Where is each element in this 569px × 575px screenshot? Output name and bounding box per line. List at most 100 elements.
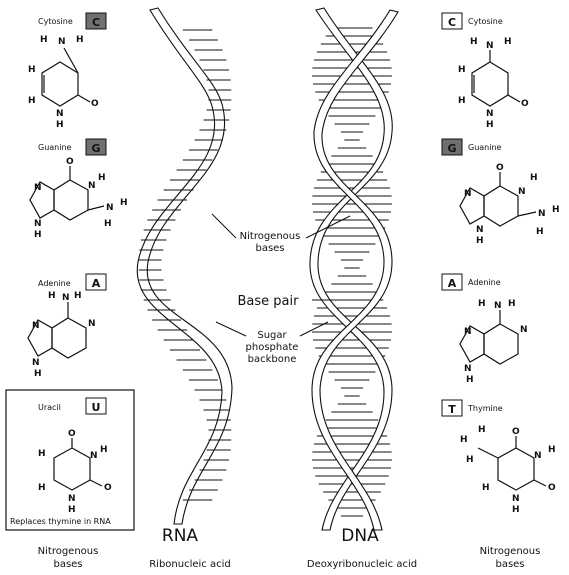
callout-base-pair-label: Base pair [238,294,300,309]
right-guanine-group: G Guanine O N H N H H N N H [441,138,560,246]
callout-backbone: Sugar phosphate backbone [215,321,329,365]
right-cytosine-atom-h: H [504,37,512,47]
left-guanine-atom-h: H [98,173,106,183]
callout-nitrogenous-bases: Nitrogenous bases [211,213,351,254]
left-guanine-atom-o: O [66,157,74,167]
left-cytosine-atom-o: O [91,99,99,109]
left-footer-line1: Nitrogenous [38,546,99,557]
right-guanine-letter: G [447,142,456,155]
right-thymine-atom-h: H [548,445,556,455]
left-adenine-atom-n: N [32,321,40,331]
left-uracil-atom-h: H [68,505,76,515]
left-adenine-label: Adenine [38,279,71,288]
left-uracil-label: Uracil [38,403,61,412]
left-cytosine-atom-n: N [56,109,64,119]
left-guanine-label: Guanine [38,143,72,152]
callout-line-bases-left [211,213,237,239]
right-cytosine-atom-h: H [458,65,466,75]
dna-strand-1 [309,7,393,531]
left-cytosine-atom-h: H [28,96,36,106]
left-cytosine-letter: C [92,16,100,29]
left-adenine-atom-h: H [34,369,42,379]
right-adenine-molecule: N H H N N N H [459,299,528,385]
right-guanine-letter-box [441,138,463,156]
left-uracil-atom-o: O [68,429,76,439]
left-cytosine-letter-box [85,12,107,30]
callout-backbone-line1: Sugar [257,330,287,341]
callout-line-backbone-left [215,321,247,337]
right-thymine-group: T Thymine O N H O H H H H N H [441,399,556,515]
right-thymine-label: Thymine [467,404,503,413]
left-guanine-atom-h: H [104,219,112,229]
left-guanine-atom-h: H [120,198,128,208]
right-guanine-atom-n: N [476,225,484,235]
left-cytosine-label: Cytosine [38,17,73,26]
right-thymine-atom-h: H [478,425,486,435]
left-guanine-atom-n: N [34,183,42,193]
right-cytosine-label: Cytosine [468,17,503,26]
right-cytosine-letter-box [441,12,463,30]
left-guanine-letter: G [91,142,100,155]
right-guanine-molecule: O N H N H H N N H [459,163,560,246]
rna-title: RNA [162,526,199,546]
left-adenine-letter-box [85,273,107,291]
right-thymine-letter: T [448,403,456,416]
left-adenine-atom-h: H [74,291,82,301]
right-adenine-atom-n: N [464,364,472,374]
rna-subtitle: Ribonucleic acid [149,559,231,570]
right-adenine-letter-box [441,273,463,291]
left-guanine-atom-n: N [106,203,114,213]
right-guanine-atom-n: N [538,209,546,219]
left-uracil-molecule: O N H O H H N H [38,429,112,515]
left-cytosine-atom-h: H [56,120,64,130]
left-adenine-molecule: N H H N N N H [27,291,96,379]
right-guanine-atom-n: N [464,189,472,199]
left-uracil-letter-box [85,397,107,415]
left-guanine-atom-n: N [88,181,96,191]
callout-base-pair: Base pair [238,294,340,309]
right-cytosine-molecule: N H H H H N H O [458,37,529,130]
right-thymine-molecule: O N H O H H H H N H [460,425,556,515]
left-adenine-letter: A [92,277,101,290]
left-uracil-box: Uracil U O N H O H H N H Replaces thymin… [5,389,135,531]
callout-bases-line2: bases [255,243,284,254]
right-thymine-atom-h: H [482,483,490,493]
right-footer-line2: bases [495,559,524,570]
callout-line-bases-right [305,215,351,239]
left-cytosine-atom-n: N [58,37,66,47]
right-guanine-label: Guanine [468,143,502,152]
right-thymine-atom-n: N [512,494,520,504]
right-thymine-atom-h: H [512,505,520,515]
left-adenine-atom-n: N [62,293,70,303]
left-footer-line2: bases [53,559,82,570]
left-guanine-letter-box [85,138,107,156]
right-thymine-atom-h: H [466,455,474,465]
left-cytosine-atom-h: H [28,65,36,75]
right-cytosine-atom-h: H [486,120,494,130]
right-thymine-atom-h: H [460,435,468,445]
left-uracil-atom-o: O [104,483,112,493]
callout-bases-line1: Nitrogenous [240,231,301,242]
left-uracil-letter: U [92,401,101,414]
dna-helix [309,7,399,531]
right-cytosine-atom-n: N [486,41,494,51]
right-footer-line1: Nitrogenous [480,546,541,557]
right-thymine-letter-box [441,399,463,417]
right-cytosine-letter: C [448,16,456,29]
right-adenine-letter: A [448,277,457,290]
left-cytosine-molecule: N H H H H N H O [28,35,99,130]
right-adenine-atom-h: H [508,299,516,309]
left-uracil-atom-n: N [90,451,98,461]
left-guanine-molecule: O N H N H H N N H [29,157,128,240]
left-guanine-group: Guanine G O N H N H H N N H [29,138,128,240]
right-cytosine-atom-o: O [521,99,529,109]
rna-bases [138,29,232,501]
right-cytosine-atom-h: H [470,37,478,47]
left-uracil-atom-h: H [38,449,46,459]
callout-backbone-line2: phosphate [246,342,299,353]
right-guanine-atom-h: H [476,236,484,246]
right-guanine-atom-o: O [496,163,504,173]
left-uracil-atom-h: H [100,445,108,455]
right-adenine-atom-h: H [466,375,474,385]
